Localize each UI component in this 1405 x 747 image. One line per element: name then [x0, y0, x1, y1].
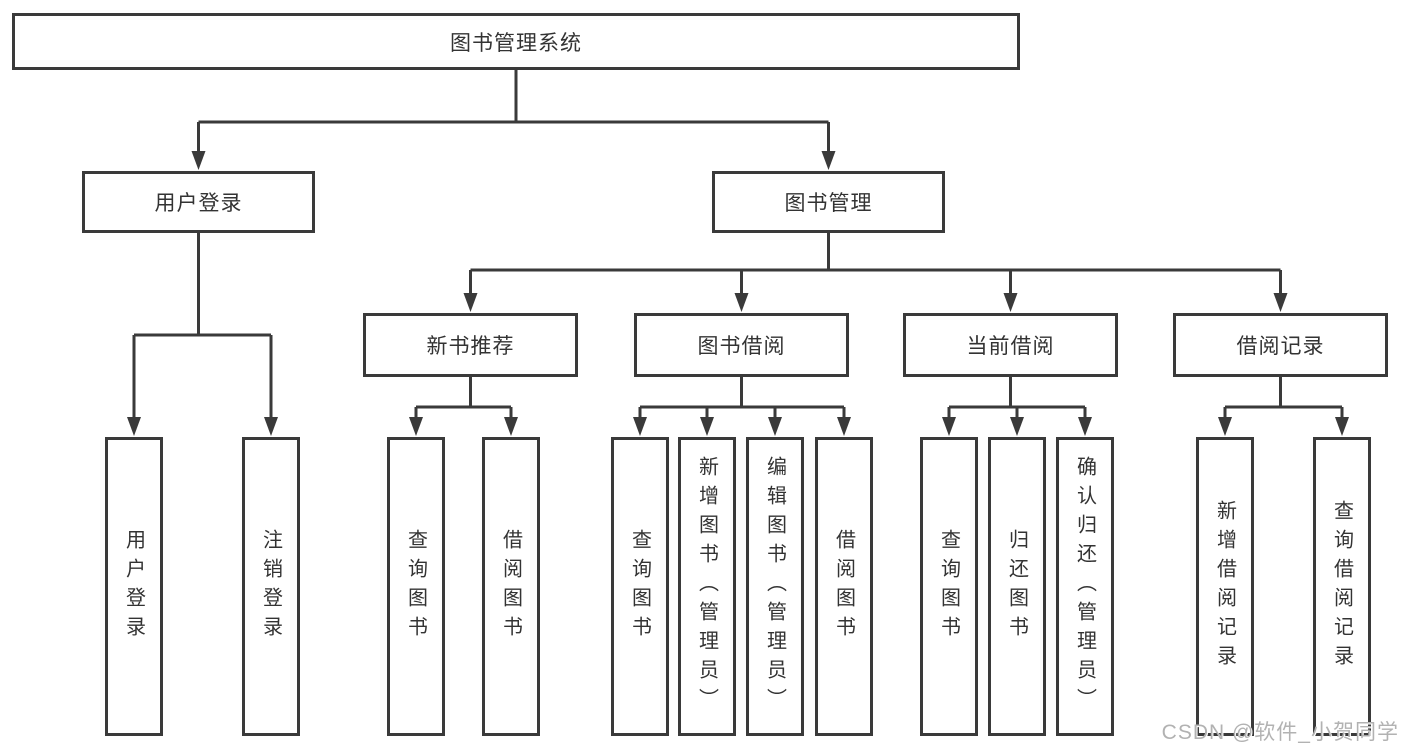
leaf-label: 确认归还（管理员） [1073, 456, 1096, 717]
leaf-label: 新增借阅记录 [1213, 499, 1236, 674]
node-label: 图书借阅 [697, 335, 786, 358]
leaf-add-books-admin: 新增图书（管理员） [678, 437, 736, 736]
leaf-logout: 注销登录 [242, 437, 300, 736]
leaf-label: 注销登录 [259, 528, 282, 645]
leaf-add-borrow-record: 新增借阅记录 [1196, 437, 1254, 736]
node-current-borrowing: 当前借阅 [903, 313, 1118, 377]
node-label: 图书管理系统 [450, 31, 582, 55]
leaf-label: 借阅图书 [832, 528, 855, 645]
leaf-confirm-return-admin: 确认归还（管理员） [1056, 437, 1114, 736]
csdn-watermark: CSDN @软件_小贺同学 [1161, 721, 1399, 744]
leaf-label: 用户登录 [122, 528, 145, 645]
leaf-borrow-books-recommend: 借阅图书 [482, 437, 540, 736]
leaf-user-login: 用户登录 [105, 437, 163, 736]
leaf-label: 归还图书 [1005, 528, 1028, 645]
node-label: 借阅记录 [1236, 335, 1325, 358]
node-borrowing-records: 借阅记录 [1173, 313, 1388, 377]
leaf-edit-books-admin: 编辑图书（管理员） [746, 437, 804, 736]
leaf-label: 查询图书 [628, 528, 651, 645]
node-library-management-system: 图书管理系统 [12, 13, 1020, 70]
leaf-return-books: 归还图书 [988, 437, 1046, 736]
leaf-label: 借阅图书 [499, 528, 522, 645]
leaf-query-books-current: 查询图书 [920, 437, 978, 736]
leaf-query-books-recommend: 查询图书 [387, 437, 445, 736]
leaf-label: 新增图书（管理员） [695, 456, 718, 717]
node-book-management: 图书管理 [712, 171, 945, 233]
leaf-label: 查询图书 [937, 528, 960, 645]
node-label: 当前借阅 [966, 335, 1055, 358]
node-book-borrowing: 图书借阅 [634, 313, 849, 377]
node-label: 图书管理 [784, 192, 873, 215]
leaf-label: 编辑图书（管理员） [763, 456, 786, 717]
node-label: 用户登录 [154, 192, 243, 215]
leaf-label: 查询图书 [404, 528, 427, 645]
leaf-label: 查询借阅记录 [1330, 499, 1353, 674]
node-label: 新书推荐 [426, 335, 515, 358]
leaf-query-books-borrowing: 查询图书 [611, 437, 669, 736]
node-user-login: 用户登录 [82, 171, 315, 233]
leaf-query-borrow-record: 查询借阅记录 [1313, 437, 1371, 736]
leaf-borrow-books-borrowing: 借阅图书 [815, 437, 873, 736]
node-new-book-recommendation: 新书推荐 [363, 313, 578, 377]
